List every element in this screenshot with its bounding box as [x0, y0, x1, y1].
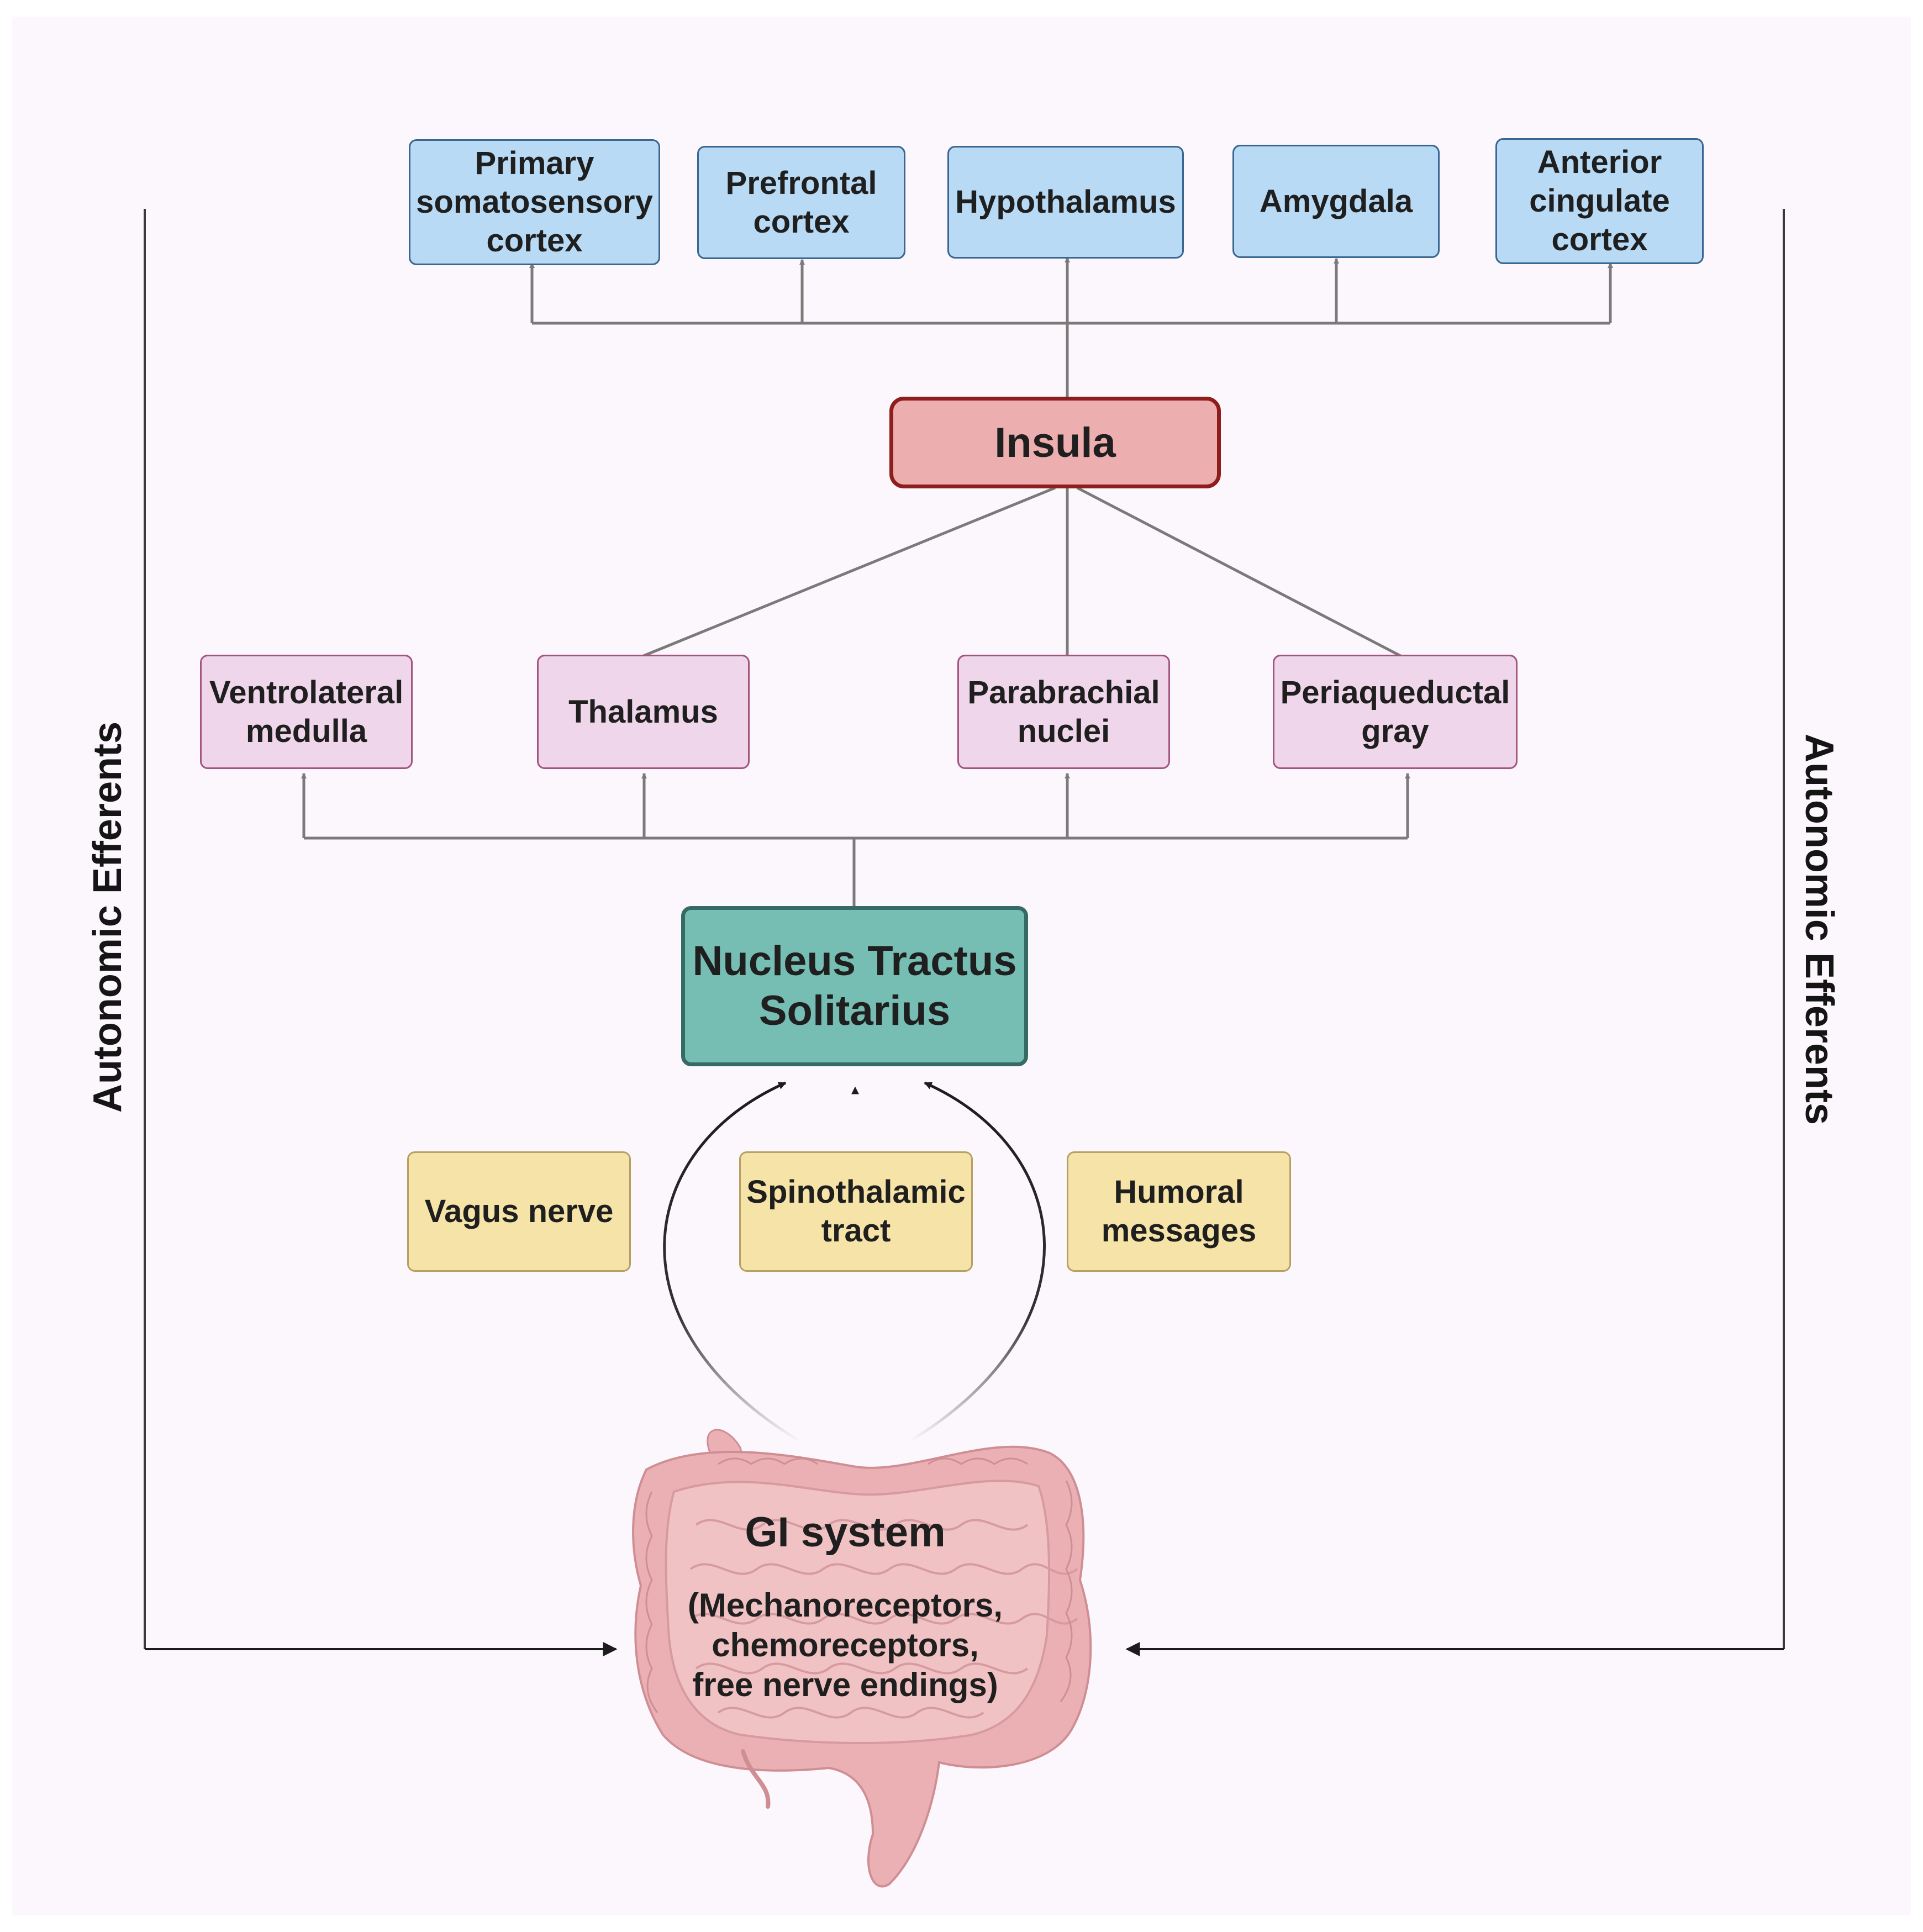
box-prefrontal-cortex: Prefrontal cortex: [697, 146, 905, 259]
small-intestine-loops: [689, 1519, 1078, 1719]
box-spinothalamic-tract: Spinothalamic tract: [739, 1151, 973, 1272]
autonomic-efferents-label-right: Autonomic Efferents: [1797, 733, 1841, 1125]
box-nucleus-tractus-solitarius: Nucleus Tractus Solitarius: [681, 906, 1028, 1066]
efferent-loop-right: [1125, 208, 1785, 1656]
relay-to-insula-connectors: [643, 486, 1402, 657]
colon-haustra: [645, 1457, 1073, 1713]
intestines-icon: [632, 1429, 1092, 1888]
box-primary-somatosensory-cortex: Primary somatosensory cortex: [409, 139, 660, 265]
box-periaqueductal-gray: Periaqueductal gray: [1273, 655, 1518, 769]
box-hypothalamus: Hypothalamus: [947, 146, 1184, 259]
box-insula: Insula: [889, 397, 1221, 488]
nts-to-relay-connectors: [301, 773, 1410, 908]
box-anterior-cingulate-cortex: Anterior cingulate cortex: [1495, 138, 1704, 264]
box-thalamus: Thalamus: [537, 655, 750, 769]
box-parabrachial-nuclei: Parabrachial nuclei: [957, 655, 1170, 769]
box-ventrolateral-medulla: Ventrolateral medulla: [200, 655, 413, 769]
box-vagus-nerve: Vagus nerve: [407, 1151, 631, 1272]
gi-system-receptors: (Mechanoreceptors, chemoreceptors, free …: [687, 1587, 1003, 1703]
insula-to-cortex-connectors: [529, 257, 1613, 397]
efferent-loop-left: [144, 208, 618, 1656]
box-amygdala: Amygdala: [1232, 145, 1440, 258]
autonomic-efferents-label-left: Autonomic Efferents: [86, 721, 130, 1113]
box-humoral-messages: Humoral messages: [1067, 1151, 1291, 1272]
gi-system-title: GI system: [745, 1509, 946, 1556]
